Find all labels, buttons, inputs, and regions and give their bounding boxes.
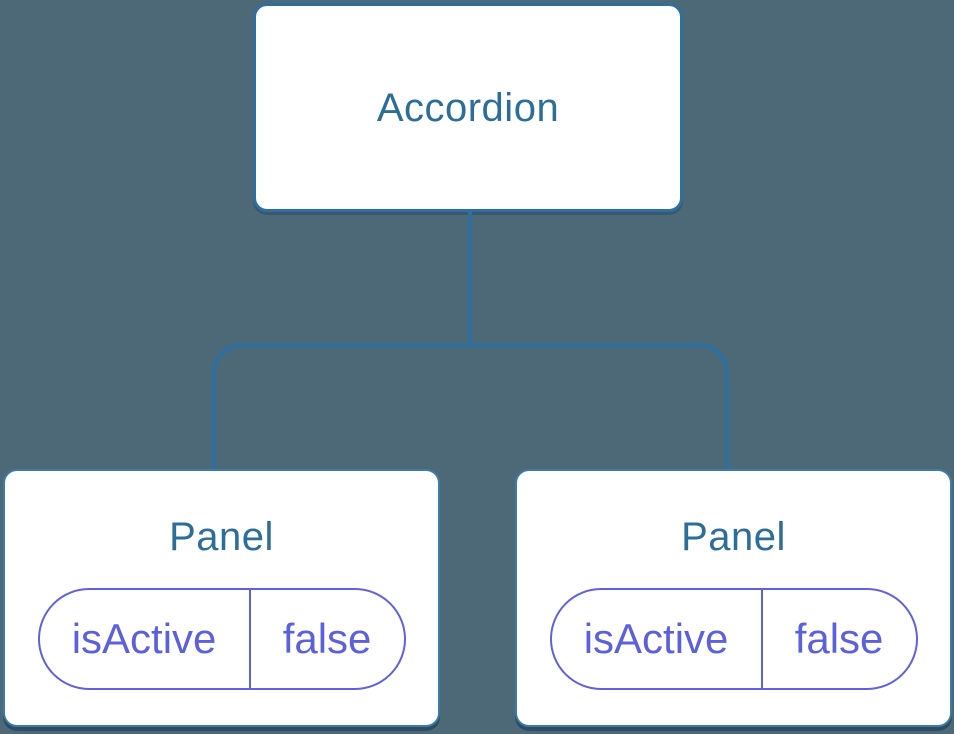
state-pill: isActive false <box>37 588 406 690</box>
state-key: isActive <box>552 590 763 688</box>
panel-node-label: Panel <box>681 515 786 559</box>
state-pill: isActive false <box>549 588 918 690</box>
panel-node-right: Panel isActive false <box>515 469 952 727</box>
state-value: false <box>282 615 372 662</box>
panel-node-label: Panel <box>169 515 274 559</box>
accordion-node: Accordion <box>253 3 683 212</box>
connector-stem <box>468 212 472 347</box>
accordion-node-label: Accordion <box>376 85 560 130</box>
panel-node-left: Panel isActive false <box>3 469 440 727</box>
connector-branch <box>212 343 729 469</box>
state-value: false <box>794 615 884 662</box>
state-key: isActive <box>40 590 251 688</box>
